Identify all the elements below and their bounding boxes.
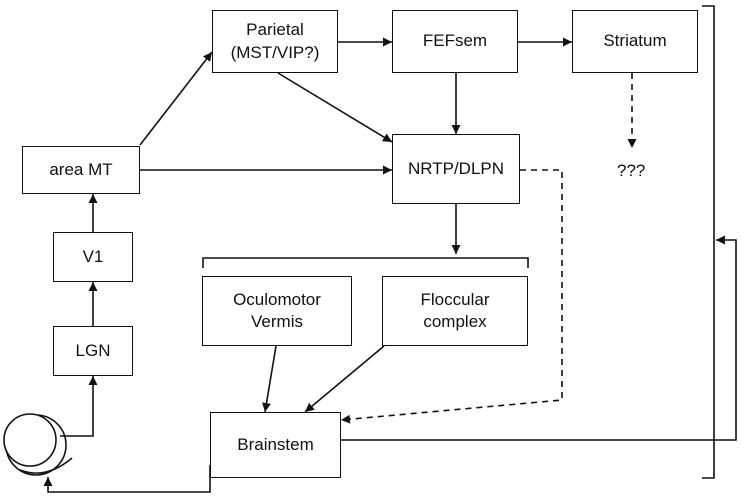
node-brainstem: Brainstem (210, 412, 341, 478)
cerebellum-bracket (202, 257, 529, 268)
node-fefsem: FEFsem (392, 10, 518, 73)
arrow-vermis-to-brainstem (262, 345, 277, 413)
right-feedback-bracket (702, 5, 715, 479)
arrow-brainstem-feedback (341, 235, 737, 441)
node-striatum: Striatum (572, 10, 698, 73)
node-parietal: Parietal (MST/VIP?) (212, 10, 338, 73)
arrow-parietal-to-nrtp (277, 72, 393, 143)
node-area-mt: area MT (22, 146, 140, 194)
node-lgn: LGN (53, 326, 133, 376)
arrow-mt-to-parietal (139, 51, 213, 146)
arrow-eye-to-lgn (60, 376, 98, 437)
arrow-floccular-to-brainstem (304, 345, 385, 413)
eye-icon (3, 413, 73, 476)
node-nrtp-dlpn: NRTP/DLPN (392, 134, 520, 204)
node-v1: V1 (53, 232, 133, 282)
node-unknown: ??? (617, 161, 646, 180)
node-floccular-complex: Floccular complex (382, 276, 528, 346)
arrow-brainstem-to-eye (43, 465, 211, 493)
node-oculomotor-vermis: Oculomotor Vermis (202, 276, 352, 346)
arrow-nrtp-to-brainstem-dashed (340, 169, 563, 424)
